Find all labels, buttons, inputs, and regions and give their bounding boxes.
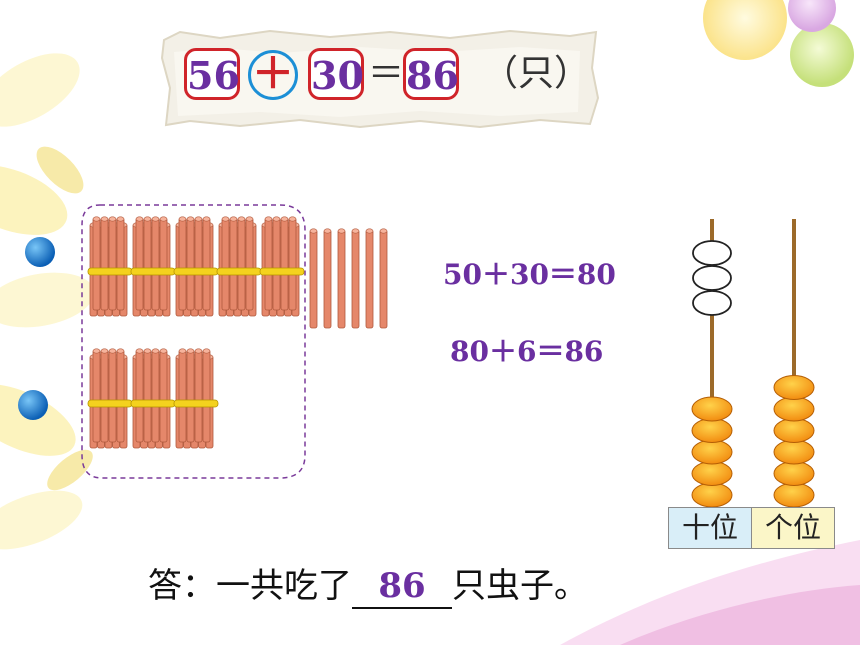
tens-bead bbox=[691, 461, 733, 486]
calc-step-2: 80＋6＝86 bbox=[450, 335, 604, 368]
empty-bead-ring bbox=[692, 240, 732, 266]
tens-bead bbox=[691, 482, 733, 508]
ones-bead bbox=[773, 375, 815, 400]
answer-suffix: 只虫子。 bbox=[452, 566, 588, 606]
green-bubble bbox=[790, 23, 854, 87]
stick-bundle bbox=[259, 216, 305, 317]
tens-bead bbox=[691, 396, 733, 422]
plus-operator: ＋ bbox=[248, 50, 298, 100]
abacus-rod bbox=[792, 219, 796, 507]
empty-bead-ring bbox=[692, 290, 732, 316]
sum-box: 86 bbox=[403, 48, 459, 100]
blue-dot bbox=[18, 390, 48, 420]
tens-bead bbox=[691, 439, 733, 465]
loose-sticks bbox=[309, 228, 388, 329]
counting-sticks bbox=[81, 204, 388, 479]
stick-bundle bbox=[173, 216, 219, 317]
tens-bead bbox=[691, 418, 733, 443]
yellow-bubble bbox=[703, 0, 787, 60]
answer-blank: 86 bbox=[352, 565, 452, 609]
abacus bbox=[691, 219, 815, 508]
ones-bead bbox=[773, 418, 815, 443]
stick-bundle bbox=[130, 348, 176, 449]
stick-bundle bbox=[87, 216, 133, 317]
addend1-box: 56 bbox=[184, 48, 240, 100]
ones-place-label: 个位 bbox=[751, 507, 835, 549]
stick-bundle bbox=[130, 216, 176, 317]
stick-bundle bbox=[173, 348, 219, 449]
ones-bead bbox=[773, 461, 815, 486]
answer-prefix: 答：一共吃了 bbox=[148, 566, 352, 606]
stick-bundle bbox=[216, 216, 262, 317]
flower-decoration bbox=[0, 53, 95, 550]
equals-sign: ＝ bbox=[368, 53, 405, 94]
ones-bead bbox=[773, 396, 815, 422]
empty-bead-ring bbox=[692, 265, 732, 291]
calc-step-1: 50＋30＝80 bbox=[443, 258, 616, 291]
tens-place-label: 十位 bbox=[668, 507, 752, 549]
abacus-rod bbox=[710, 219, 714, 507]
pink-bubble bbox=[788, 0, 836, 32]
ones-bead bbox=[773, 439, 815, 465]
blue-dot bbox=[25, 237, 55, 267]
addend2-box: 30 bbox=[308, 48, 364, 100]
unit-label: （只） bbox=[482, 53, 591, 94]
stick-bundle bbox=[87, 348, 133, 449]
ones-bead bbox=[773, 482, 815, 508]
